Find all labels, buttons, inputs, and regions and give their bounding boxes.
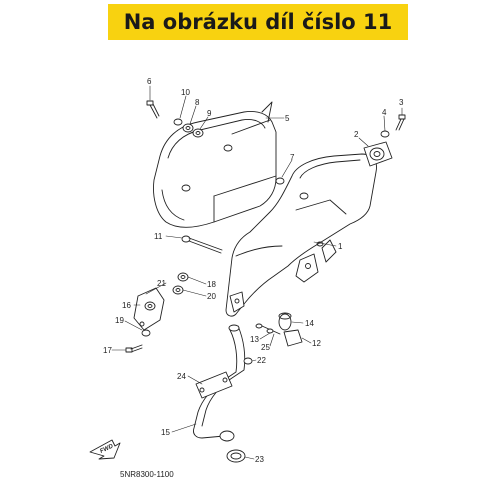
collar-10 [173, 118, 183, 126]
muffler [225, 153, 377, 317]
callout-25: 25 [261, 343, 270, 352]
drawing-code: 5NR8300-1100 [120, 470, 174, 479]
callout-17: 17 [103, 346, 112, 355]
collar-4 [380, 130, 390, 138]
callout-4: 4 [382, 108, 387, 117]
rubber-mount [363, 141, 393, 167]
callout-24: 24 [177, 372, 186, 381]
grommet-9-hole [195, 131, 201, 135]
clamp-12 [283, 329, 303, 347]
callout-23: 23 [255, 455, 264, 464]
callout-11: 11 [154, 232, 163, 241]
callout-10: 10 [181, 88, 190, 97]
bolt-6 [146, 100, 160, 119]
bolt-3 [395, 114, 406, 131]
gasket-23-hole [230, 452, 242, 460]
title-banner: Na obrázku díl číslo 11 [108, 4, 408, 40]
fwd-arrow: FWD [89, 439, 121, 460]
callout-12: 12 [312, 339, 321, 348]
callout-8: 8 [195, 98, 200, 107]
cap-14-top [278, 312, 292, 320]
washer-25 [266, 328, 274, 334]
bolt-11 [181, 235, 223, 254]
callout-16: 16 [122, 301, 131, 310]
callout-22: 22 [257, 356, 266, 365]
callout-13: 13 [250, 335, 259, 344]
banner-title: Na obrázku díl číslo 11 [123, 10, 393, 34]
washer-20-hole [175, 288, 181, 292]
callout-20: 20 [207, 292, 216, 301]
washer-8-hole [185, 126, 191, 130]
washer-7 [275, 177, 285, 185]
leader-lines [111, 85, 403, 460]
gasket-23 [226, 449, 246, 463]
bracket-16 [133, 287, 165, 331]
cap-14 [278, 313, 292, 331]
nut-22 [243, 357, 253, 365]
callout-7: 7 [290, 153, 295, 162]
fwd-label: FWD [99, 443, 115, 454]
exhaust-pipe [193, 324, 246, 442]
washer-8 [182, 123, 194, 133]
callout-18: 18 [207, 280, 216, 289]
grommet-9 [192, 128, 204, 138]
callout-14: 14 [305, 319, 314, 328]
callout-3: 3 [399, 98, 404, 107]
callout-1: 1 [338, 242, 343, 251]
callout-5: 5 [285, 114, 290, 123]
callout-15: 15 [161, 428, 170, 437]
nut-18 [177, 272, 189, 282]
bolt-17 [125, 344, 143, 353]
callout-19: 19 [115, 316, 124, 325]
callout-labels: 6 10 8 9 5 7 1 2 3 4 11 18 20 21 16 19 1… [103, 77, 404, 464]
washer-19 [141, 329, 151, 337]
heat-shield [153, 101, 277, 228]
washer-20 [172, 285, 184, 295]
callout-2: 2 [354, 130, 359, 139]
callout-21: 21 [157, 279, 166, 288]
callout-9: 9 [207, 109, 212, 118]
nut-18-hole [180, 275, 186, 279]
callout-6: 6 [147, 77, 152, 86]
